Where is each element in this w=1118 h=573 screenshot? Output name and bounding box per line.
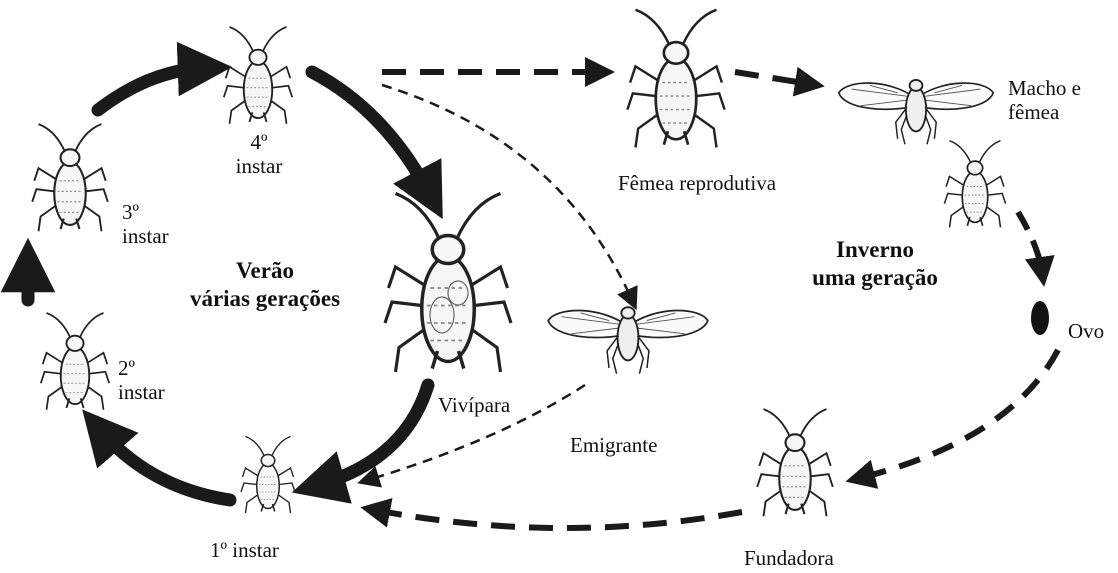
macho-line: Macho e — [1008, 76, 1081, 100]
instar1-label: 1º instar — [210, 538, 279, 562]
winter-title: Inverno — [770, 236, 980, 264]
instar3-label: 3º instar — [122, 200, 169, 248]
summer-subtitle: várias gerações — [140, 285, 390, 313]
instar4-number: 4º — [222, 130, 296, 154]
instar3-word: instar — [122, 224, 169, 248]
summer-label: Verão várias gerações — [140, 257, 390, 313]
emigrante-label: Emigrante — [570, 433, 657, 457]
instar4-word: instar — [222, 154, 296, 178]
instar2-number: 2º — [118, 356, 165, 380]
winter-label: Inverno uma geração — [770, 236, 980, 292]
summer-title: Verão — [140, 257, 390, 285]
instar2-label: 2º instar — [118, 356, 165, 404]
fundadora-label: Fundadora — [744, 546, 834, 570]
instar4-label: 4º instar — [222, 130, 296, 178]
vivipara-label: Vivípara — [438, 393, 510, 417]
instar2-word: instar — [118, 380, 165, 404]
femea-reprodutiva-label: Fêmea reprodutiva — [618, 171, 776, 195]
femea-line: fêmea — [1008, 100, 1081, 124]
instar3-number: 3º — [122, 200, 169, 224]
winter-subtitle: uma geração — [770, 264, 980, 292]
ovo-label: Ovo — [1068, 319, 1104, 343]
macho-femea-label: Macho e fêmea — [1008, 76, 1081, 124]
